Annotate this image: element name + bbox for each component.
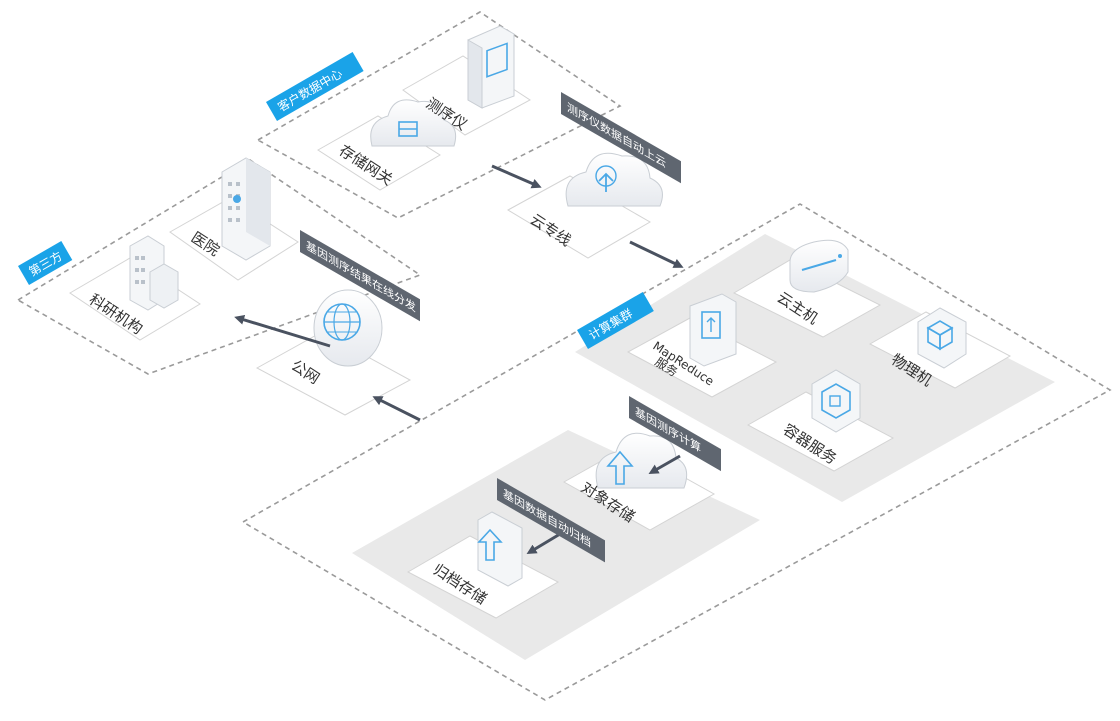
storage-platform bbox=[352, 430, 760, 660]
arrow-compute-to-object-storage bbox=[648, 454, 681, 474]
sequencer-icon bbox=[467, 25, 515, 109]
cube-icon bbox=[917, 307, 967, 369]
globe-icon bbox=[313, 289, 383, 367]
mapreduce-icon bbox=[689, 293, 737, 367]
customer-dc-region bbox=[256, 11, 622, 219]
research-building-icon bbox=[129, 235, 179, 311]
customer-dc-tag: 客户数据中心 bbox=[266, 52, 364, 122]
arrow-object-to-archive bbox=[526, 532, 561, 555]
arrow-dc-to-directconnect bbox=[491, 164, 542, 189]
third-party-tag: 第三方 bbox=[18, 241, 73, 286]
container-icon bbox=[811, 369, 861, 433]
server-icon bbox=[789, 239, 849, 293]
flow-arrows bbox=[234, 164, 684, 555]
arrow-cluster-to-publicnet bbox=[372, 396, 421, 422]
compute-platform bbox=[575, 234, 1055, 502]
arrow-directconnect-to-cluster bbox=[629, 240, 684, 268]
folder-upload-icon bbox=[477, 511, 523, 587]
cloud-arrow-icon bbox=[595, 432, 688, 489]
building-icon bbox=[221, 157, 271, 261]
arrow-publicnet-to-third-party bbox=[234, 314, 331, 348]
third-party-region bbox=[16, 159, 422, 375]
cloud-upload-icon bbox=[565, 152, 663, 207]
customer-dc-label: 客户数据中心 bbox=[275, 65, 345, 114]
cloud-gateway-icon bbox=[370, 99, 457, 147]
